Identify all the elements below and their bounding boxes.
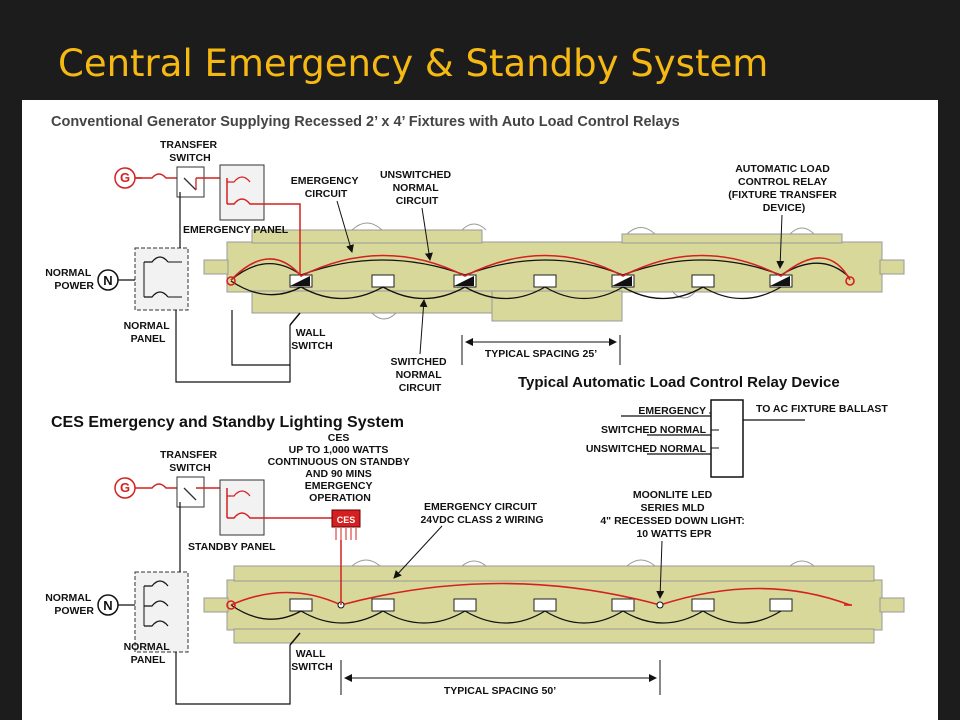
- bottom-normal-panel-label: NORMAL PANEL: [124, 641, 173, 666]
- bottom-heading: CES Emergency and Standby Lighting Syste…: [51, 414, 404, 431]
- top-switched-label: SWITCHED NORMAL CIRCUIT: [391, 356, 450, 394]
- bottom-normal-icon: N: [103, 598, 112, 613]
- top-end-left: [226, 276, 236, 286]
- bottom-source-equipment: [97, 476, 361, 705]
- top-emergency-circuit-label: EMERGENCY CIRCUIT: [291, 175, 361, 200]
- relay-device-heading: Typical Automatic Load Control Relay Dev…: [518, 374, 840, 391]
- standby-panel-label: STANDBY PANEL: [188, 541, 276, 553]
- bottom-spacing-dimension: [340, 660, 661, 695]
- top-unswitched-label: UNSWITCHED NORMAL CIRCUIT: [380, 169, 454, 207]
- top-switched-circuit: [230, 280, 782, 300]
- slide-title: Central Emergency & Standby System: [58, 42, 769, 85]
- top-normal-panel-label: NORMAL PANEL: [124, 320, 173, 345]
- bottom-spacing-label: TYPICAL SPACING 50’: [444, 685, 556, 697]
- top-heading: Conventional Generator Supplying Recesse…: [51, 114, 680, 130]
- moonlite-label: MOONLITE LED SERIES MLD 4" RECESSED DOWN…: [600, 489, 747, 540]
- top-source-equipment: [97, 164, 301, 383]
- top-relays: [290, 276, 790, 286]
- ces-note: CES UP TO 1,000 WATTS CONTINUOUS ON STAN…: [268, 432, 413, 504]
- relay-device-drawing: [621, 399, 805, 478]
- bottom-emergency-circuit: [230, 582, 851, 606]
- bottom-wall-switch-label: WALL SWITCH: [291, 648, 332, 673]
- top-end-right: [845, 276, 855, 286]
- bottom-normal-circuit: [230, 604, 782, 624]
- top-relay-label: AUTOMATIC LOAD CONTROL RELAY (FIXTURE TR…: [728, 163, 839, 214]
- relay-input-emergency: EMERGENCY: [638, 405, 706, 417]
- top-spacing-label: TYPICAL SPACING 25’: [485, 348, 597, 360]
- top-emergency-circuit: [230, 254, 851, 281]
- bottom-normal-power-label: NORMAL POWER: [45, 592, 94, 617]
- top-emergency-panel-label: EMERGENCY PANEL: [183, 224, 289, 236]
- wiring-diagram: Conventional Generator Supplying Recesse…: [45, 114, 905, 705]
- top-normal-power-label: NORMAL POWER: [45, 267, 94, 292]
- bottom-end-left: [226, 600, 236, 610]
- top-corridor: [203, 222, 905, 322]
- relay-output-label: TO AC FIXTURE BALLAST: [756, 403, 888, 415]
- top-spacing-dimension: [461, 335, 621, 365]
- top-transfer-switch-label: TRANSFER SWITCH: [160, 139, 220, 164]
- top-wall-switch-label: WALL SWITCH: [291, 327, 332, 352]
- relay-input-switched: SWITCHED NORMAL: [601, 424, 707, 436]
- ces-box: CES: [337, 515, 356, 525]
- diagram-panel: Conventional Generator Supplying Recesse…: [22, 100, 938, 720]
- moonlite-fixture-2: [656, 601, 664, 609]
- bottom-generator-icon: G: [120, 480, 130, 495]
- top-generator-icon: G: [120, 170, 130, 185]
- top-normal-icon: N: [103, 273, 112, 288]
- relay-input-unswitched: UNSWITCHED NORMAL: [586, 443, 707, 455]
- bottom-transfer-switch-label: TRANSFER SWITCH: [160, 449, 220, 474]
- bottom-emergency-circuit-label: EMERGENCY CIRCUIT 24VDC CLASS 2 WIRING: [420, 501, 543, 526]
